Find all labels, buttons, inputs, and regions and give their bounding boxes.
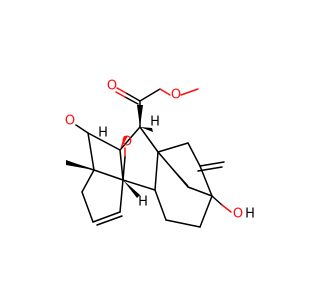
wedge-bond bbox=[120, 136, 128, 150]
bond bbox=[119, 149, 124, 181]
wedge-layer bbox=[66, 105, 190, 198]
wedge-bond bbox=[140, 127, 153, 132]
bond bbox=[125, 92, 141, 102]
hydroxyl-hydrogen-label: H bbox=[245, 207, 255, 222]
bond bbox=[115, 91, 126, 98]
bond bbox=[197, 166, 223, 172]
bond bbox=[119, 126, 141, 151]
wedge-bond bbox=[137, 105, 143, 127]
bond bbox=[157, 151, 189, 188]
bond bbox=[187, 142, 201, 167]
bond bbox=[122, 179, 156, 191]
bond bbox=[93, 169, 124, 181]
bond bbox=[154, 189, 167, 221]
bond bbox=[157, 142, 189, 153]
stereo-hydrogen-label: H bbox=[138, 195, 148, 210]
stereo-hydrogen-label: H bbox=[98, 126, 108, 141]
molecule-structure-diagram: O O O O O H H H H bbox=[65, 79, 255, 228]
bond bbox=[139, 126, 159, 153]
bond bbox=[81, 169, 95, 193]
stereo-hydrogen-label: H bbox=[150, 115, 160, 130]
bond bbox=[124, 96, 139, 105]
bond bbox=[139, 88, 161, 102]
bond bbox=[122, 156, 126, 181]
wedge-bond bbox=[123, 180, 140, 198]
ketone-oxygen-label: O bbox=[65, 114, 75, 129]
bond bbox=[159, 88, 171, 96]
bond bbox=[92, 211, 121, 223]
bond bbox=[199, 161, 225, 167]
bond bbox=[96, 215, 123, 226]
bond bbox=[87, 132, 95, 171]
bond bbox=[119, 179, 124, 213]
bond bbox=[116, 87, 127, 94]
ester-methoxy-oxygen-label: O bbox=[171, 88, 181, 103]
bridge-oxygen-label: O bbox=[122, 135, 132, 150]
hydroxyl-oxygen-label: O bbox=[233, 207, 243, 222]
bond bbox=[81, 191, 94, 223]
bond-layer bbox=[67, 87, 232, 228]
bond bbox=[180, 88, 199, 96]
bond bbox=[154, 151, 159, 191]
wedge-bond bbox=[66, 160, 94, 170]
atom-label-layer: O O O O O H H H H bbox=[65, 79, 255, 222]
ester-carbonyl-oxygen-label: O bbox=[107, 79, 117, 94]
bond bbox=[75, 124, 89, 134]
wedge-bond bbox=[158, 152, 190, 189]
bond bbox=[187, 186, 213, 197]
bond bbox=[87, 132, 121, 151]
bond bbox=[211, 195, 223, 206]
bond bbox=[165, 219, 201, 228]
bond bbox=[199, 195, 213, 228]
bond bbox=[221, 204, 232, 213]
